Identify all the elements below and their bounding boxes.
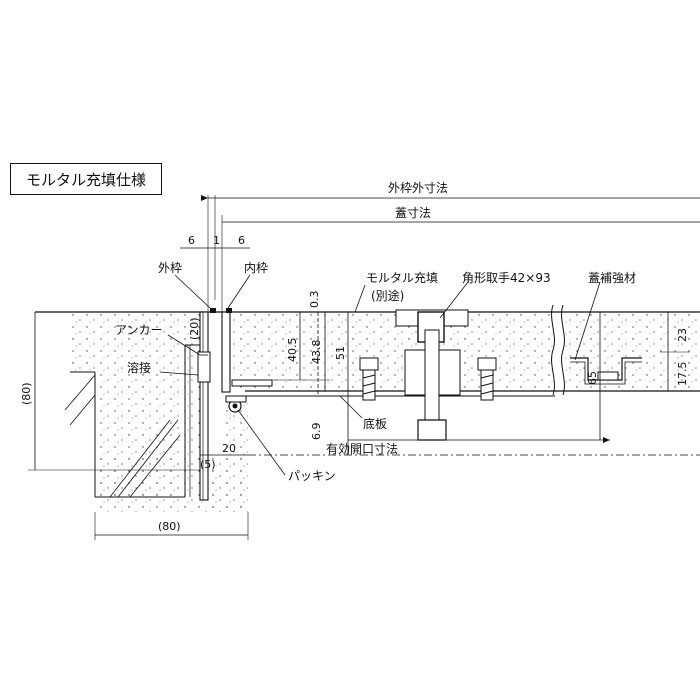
outer-frame	[199, 311, 209, 501]
label-effective-opening: 有効開口寸法	[326, 441, 398, 456]
break-line-2	[561, 304, 565, 396]
dim-20-vertical: (20)	[188, 317, 201, 340]
dim-6-right: 6	[238, 234, 245, 247]
bolt-right	[477, 357, 497, 401]
dim-6-9: 6.9	[310, 423, 323, 441]
dim-65: 65	[586, 371, 599, 385]
anchor	[197, 351, 211, 383]
label-outer-frame-outer: 外枠外寸法	[388, 181, 448, 195]
label-mortar-fill: モルタル充填	[366, 270, 438, 285]
label-mortar-separate: (別途)	[371, 288, 404, 303]
dim-0-3: 0.3	[308, 291, 321, 309]
concrete-bottom	[95, 455, 248, 512]
label-bottom-plate: 底板	[363, 416, 387, 431]
label-cover-dim: 蓋寸法	[395, 206, 431, 220]
label-packing: パッキン	[288, 469, 336, 483]
dim-1: 1	[213, 234, 220, 247]
dim-51: 51	[334, 346, 347, 360]
dim-40-5: 40.5	[286, 338, 299, 363]
label-cover-reinforce: 蓋補強材	[588, 271, 636, 285]
dim-80-horizontal: (80)	[158, 520, 181, 533]
dim-17-5: 17.5	[676, 362, 689, 387]
break-line-1	[551, 304, 555, 396]
dim-43-8: 43.8	[310, 340, 323, 365]
dim-80-vertical: (80)	[20, 382, 33, 405]
diagram-title: モルタル充填仕様	[10, 163, 162, 195]
concrete-left	[35, 312, 200, 497]
label-outer-frame: 外枠	[158, 261, 182, 275]
dim-6-left: 6	[188, 234, 195, 247]
label-anchor: アンカー	[115, 323, 163, 337]
dim-5: (5)	[200, 458, 216, 471]
mortar-fill	[233, 312, 553, 391]
label-inner-frame: 内枠	[244, 261, 268, 275]
label-square-handle: 角形取手42×93	[462, 271, 551, 285]
dim-23: 23	[676, 328, 689, 342]
label-weld: 溶接	[127, 360, 151, 375]
bolt-left	[359, 357, 379, 401]
dim-20-horizontal: 20	[222, 442, 236, 455]
inner-frame	[221, 311, 231, 393]
